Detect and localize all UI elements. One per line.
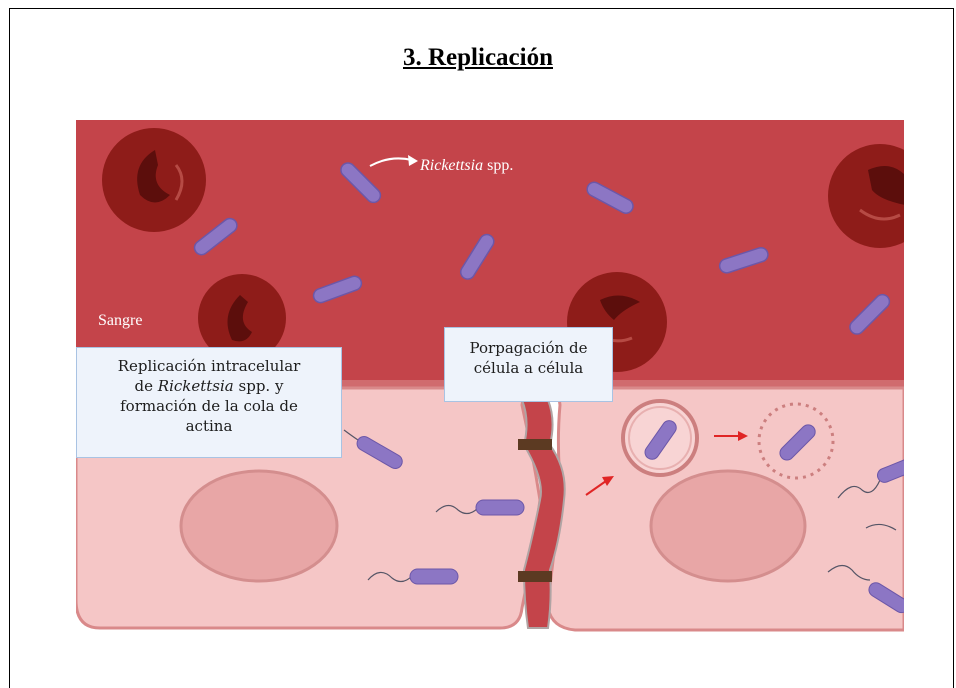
rickettsia-bacterium	[193, 217, 238, 256]
rickettsia-bacterium	[849, 293, 891, 335]
actin-tail	[435, 504, 479, 515]
actin-tail	[367, 571, 413, 583]
label-line: Replicación intracelular	[117, 357, 301, 375]
red-blood-cell	[102, 128, 206, 232]
red-blood-cell	[828, 144, 904, 248]
rickettsia-bacterium	[340, 162, 382, 204]
rickettsia-bacterium	[644, 420, 677, 460]
rickettsia-bacterium	[779, 424, 816, 461]
pointer-arrowhead	[408, 155, 418, 166]
actin-tail	[865, 523, 897, 531]
rickettsia-bacterium	[409, 568, 459, 585]
page-title: 3. Replicación	[403, 44, 553, 71]
rickettsia-bacterium	[868, 582, 904, 614]
process-arrowhead	[602, 476, 614, 486]
vacuole-inner	[628, 406, 692, 470]
rickettsia-label: Rickettsia spp.	[420, 157, 514, 174]
label-line: célula a célula	[473, 359, 584, 377]
pointer-arrow	[369, 157, 413, 167]
label-line: formación de la cola de	[120, 397, 298, 415]
ruptured-vacuole	[757, 402, 835, 480]
rickettsia-bacterium	[475, 499, 525, 516]
rickettsia-bacterium	[876, 458, 904, 483]
actin-tail	[343, 429, 359, 441]
actin-tail	[827, 564, 871, 581]
right-cell-nucleus	[649, 469, 807, 583]
label-line: de Rickettsia spp. y	[134, 377, 284, 395]
process-arrowhead	[738, 431, 748, 441]
figure-frame	[9, 8, 954, 688]
label-line: Porpagación de	[469, 339, 588, 357]
cell-junction-top	[518, 439, 552, 450]
rickettsia-bacterium	[312, 275, 363, 304]
cell-junction-bottom	[518, 571, 552, 582]
rickettsia-bacterium	[459, 233, 495, 280]
label-line: actina	[185, 417, 233, 435]
left-cell-nucleus	[179, 469, 339, 583]
cell-to-cell-propagation-label: Porpagación de célula a célula	[444, 327, 613, 402]
red-blood-cell	[198, 274, 286, 362]
actin-tail	[837, 479, 881, 499]
rickettsia-bacterium	[356, 436, 403, 469]
intracellular-replication-label: Replicación intracelular de Rickettsia s…	[76, 347, 342, 458]
rickettsia-bacterium	[586, 181, 634, 214]
blood-label: Sangre	[98, 312, 143, 329]
rickettsia-bacterium	[718, 246, 769, 274]
process-arrow	[585, 480, 607, 496]
